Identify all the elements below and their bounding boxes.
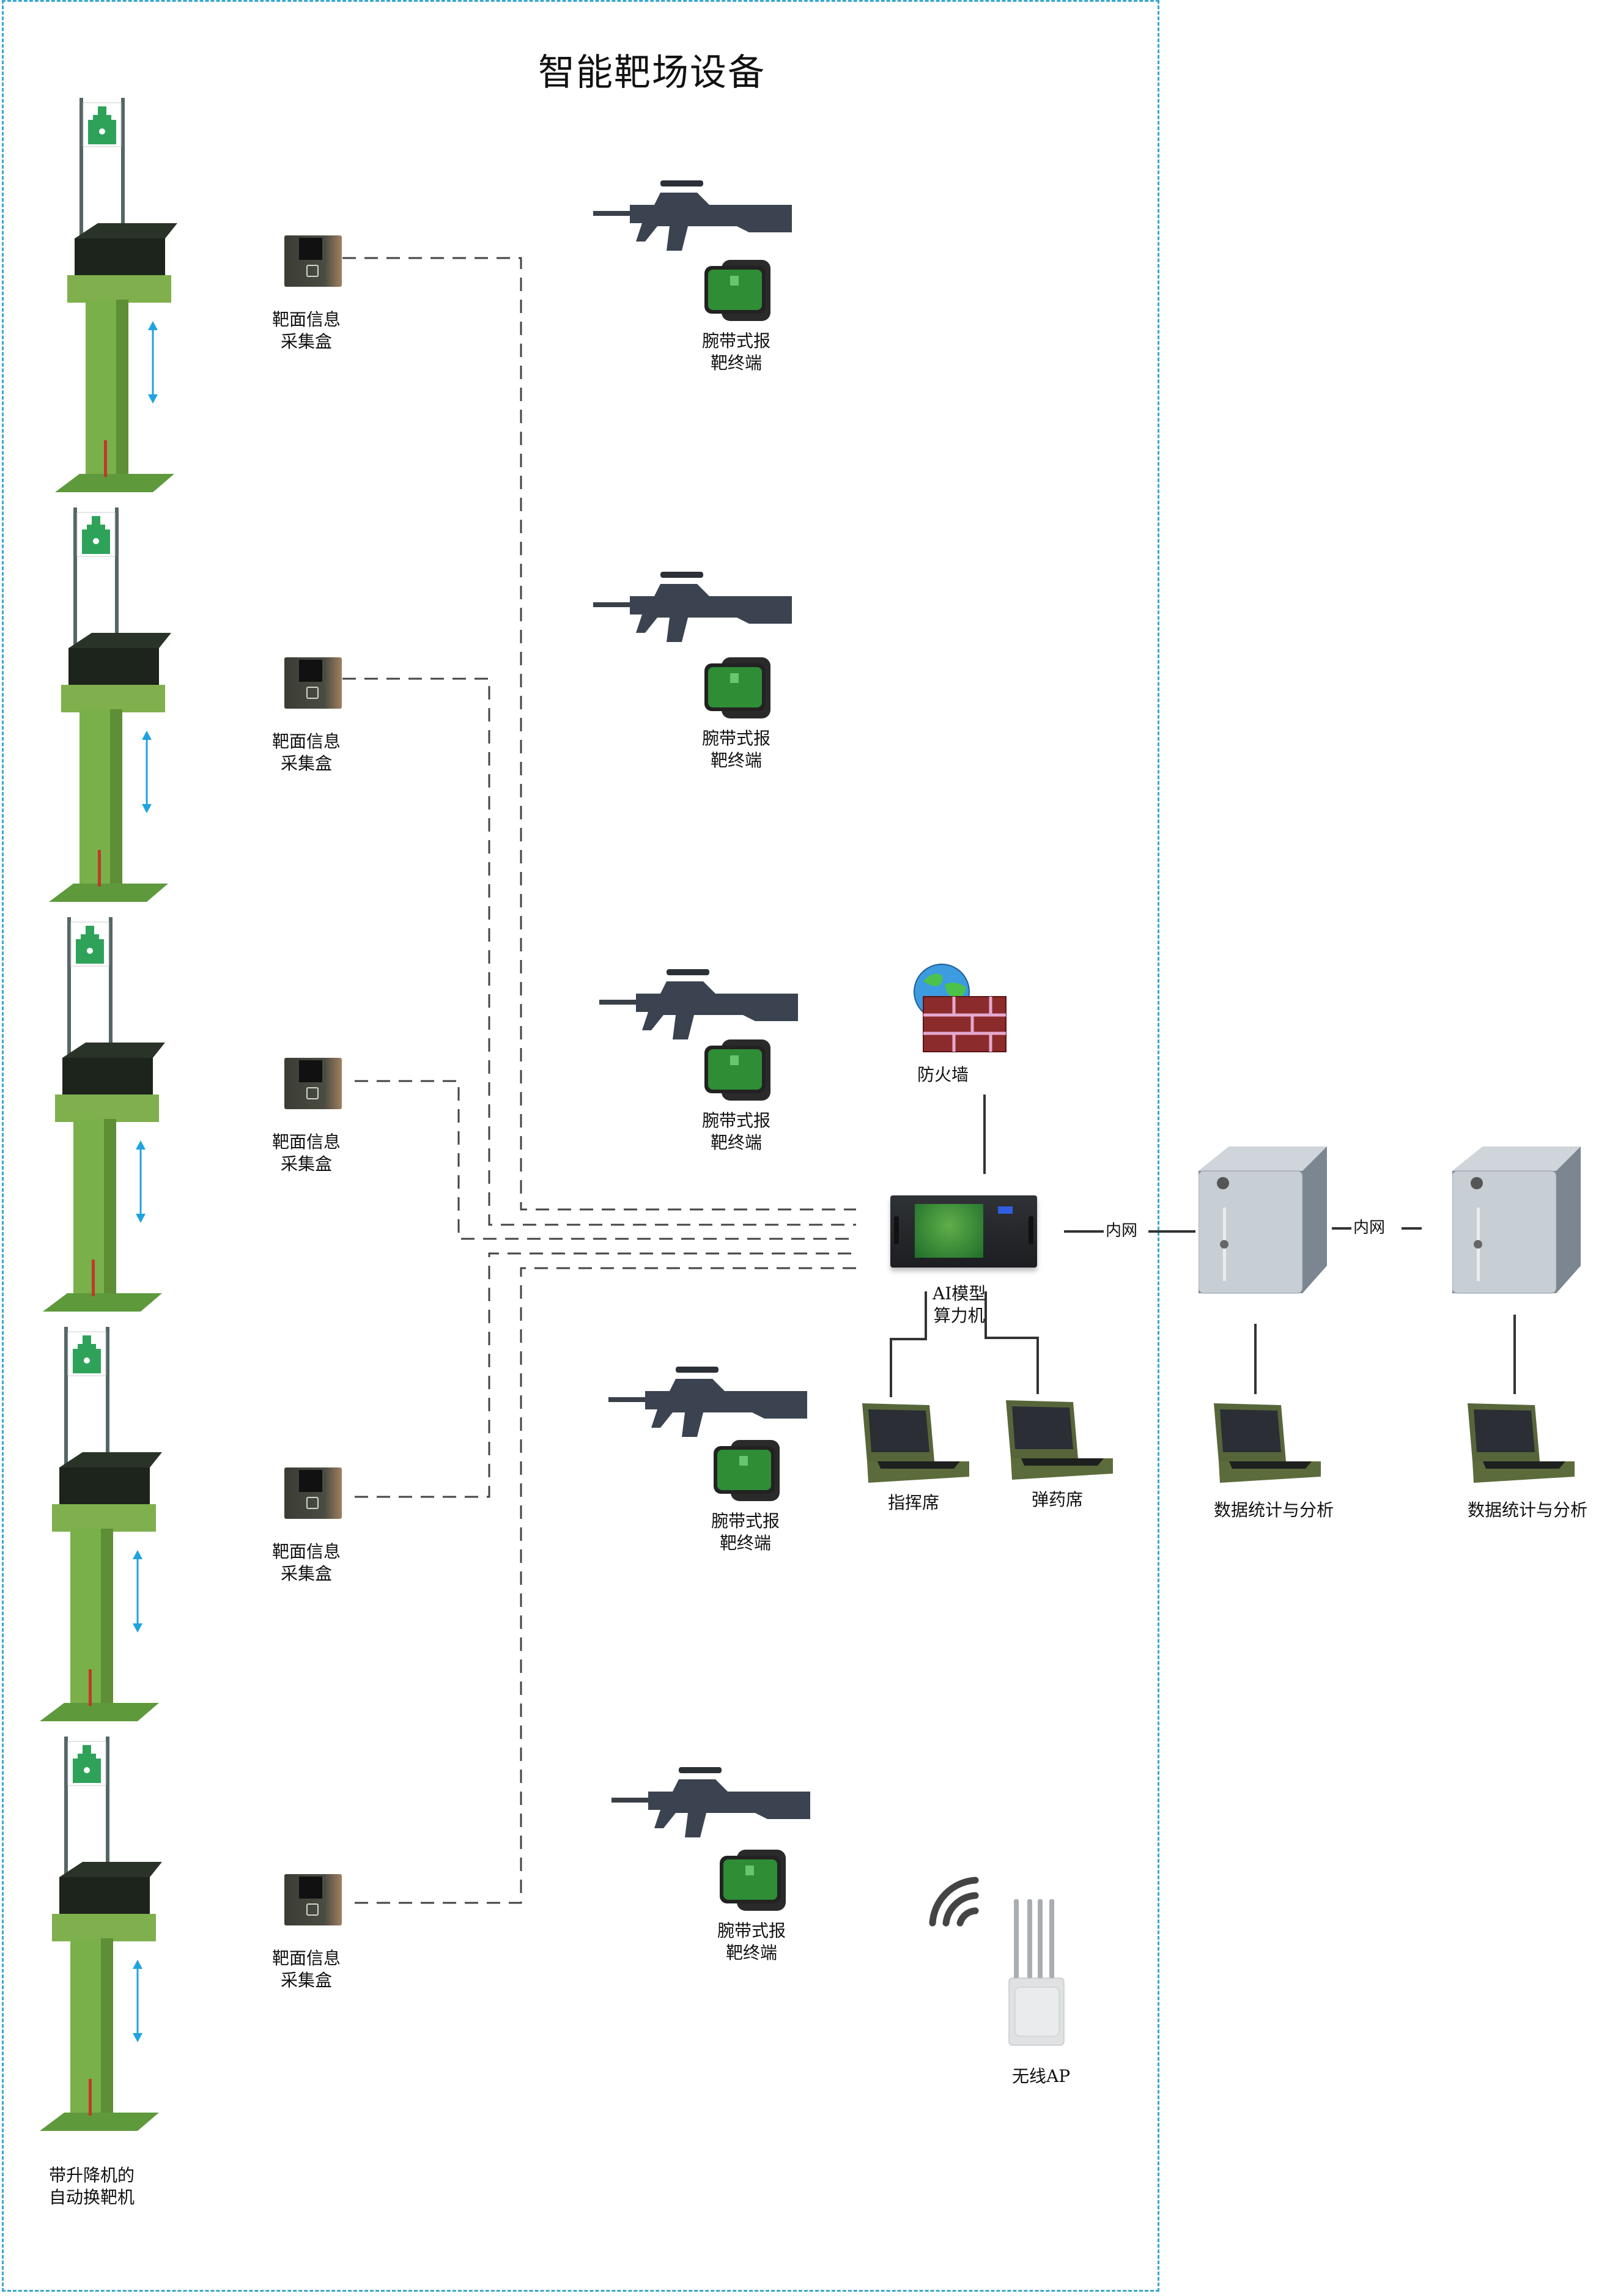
data-server-1-icon: [1198, 1140, 1339, 1305]
wrist-terminal-label: 腕带式报靶终端: [702, 331, 771, 373]
wireless-ap-icon: [1008, 1899, 1065, 2046]
collector-label: 靶面信息采集盒: [272, 1541, 341, 1584]
rifle-icon: [611, 1761, 813, 1840]
ai-server-label: AI模型 算力机: [933, 1283, 986, 1326]
firewall-label: 防火墙: [917, 1065, 969, 1085]
wrist-terminal-icon: [712, 1440, 792, 1501]
rifle-icon: [593, 566, 795, 645]
wrist-terminal-label: 腕带式报靶终端: [711, 1511, 780, 1553]
lifting-target-machine-icon: [28, 1327, 187, 1743]
firewall-icon: [914, 964, 1007, 1052]
collector-label: 靶面信息采集盒: [272, 731, 341, 773]
command-station-laptop-icon: [862, 1400, 972, 1492]
wrist-terminal-icon: [703, 657, 783, 718]
dashed-link-collector-5: [355, 1267, 856, 1904]
stats-laptop-2-icon: [1468, 1400, 1578, 1492]
intranet-link-label-1: 内网: [1106, 1222, 1138, 1240]
target-info-collector-icon: [284, 1058, 342, 1109]
wrist-terminal-icon: [719, 1850, 798, 1911]
wrist-terminal-label: 腕带式报靶终端: [702, 1110, 771, 1153]
lifting-target-machine-icon: [37, 508, 196, 923]
ammo-station-laptop-icon: [1006, 1397, 1116, 1489]
collector-label: 靶面信息采集盒: [272, 1132, 341, 1174]
dashed-link-collector-3: [355, 1080, 856, 1240]
dashed-link-collector-1: [342, 257, 856, 1211]
lifting-target-machine-icon: [28, 1737, 187, 2152]
lifting-target-machine-icon: [31, 917, 190, 1333]
wrist-terminal-icon: [703, 1039, 783, 1101]
collector-label: 靶面信息采集盒: [272, 1948, 341, 1990]
data-server-2-icon: [1452, 1140, 1593, 1305]
collector-label: 靶面信息采集盒: [272, 309, 341, 352]
stats-laptop-1-icon: [1214, 1400, 1324, 1492]
link-server-command: [890, 1291, 927, 1397]
dashed-link-collector-4: [355, 1252, 856, 1498]
dashed-link-collector-2: [342, 677, 856, 1226]
ammo-station-label: 弹药席: [1032, 1489, 1084, 1510]
rifle-icon: [599, 963, 801, 1043]
target-info-collector-icon: [284, 1467, 342, 1519]
stats-analysis-label-2: 数据统计与分析: [1468, 1500, 1588, 1520]
stats-analysis-label-1: 数据统计与分析: [1214, 1500, 1334, 1520]
target-info-collector-icon: [284, 657, 342, 709]
command-station-label: 指挥席: [888, 1493, 940, 1513]
target-machine-label: 带升降机的 自动换靶机: [49, 2165, 135, 2207]
wifi-signal-icon: [929, 1877, 979, 1927]
rifle-icon: [608, 1360, 810, 1440]
target-info-collector-icon: [284, 1874, 342, 1925]
link-server-ammo: [985, 1291, 1039, 1394]
diagram-title: 智能靶场设备: [538, 51, 766, 94]
wrist-terminal-label: 腕带式报靶终端: [702, 728, 771, 770]
wrist-terminal-icon: [703, 260, 783, 321]
target-info-collector-icon: [284, 235, 342, 287]
wireless-ap-label: 无线AP: [1012, 2066, 1071, 2086]
ai-compute-server-icon: [890, 1195, 1037, 1268]
smart-range-equipment-boundary: [2, 0, 1159, 2292]
intranet-link-label-2: 内网: [1353, 1219, 1386, 1237]
wrist-terminal-label: 腕带式报靶终端: [717, 1921, 786, 1963]
lifting-target-machine-icon: [43, 98, 202, 514]
rifle-icon: [593, 174, 795, 254]
